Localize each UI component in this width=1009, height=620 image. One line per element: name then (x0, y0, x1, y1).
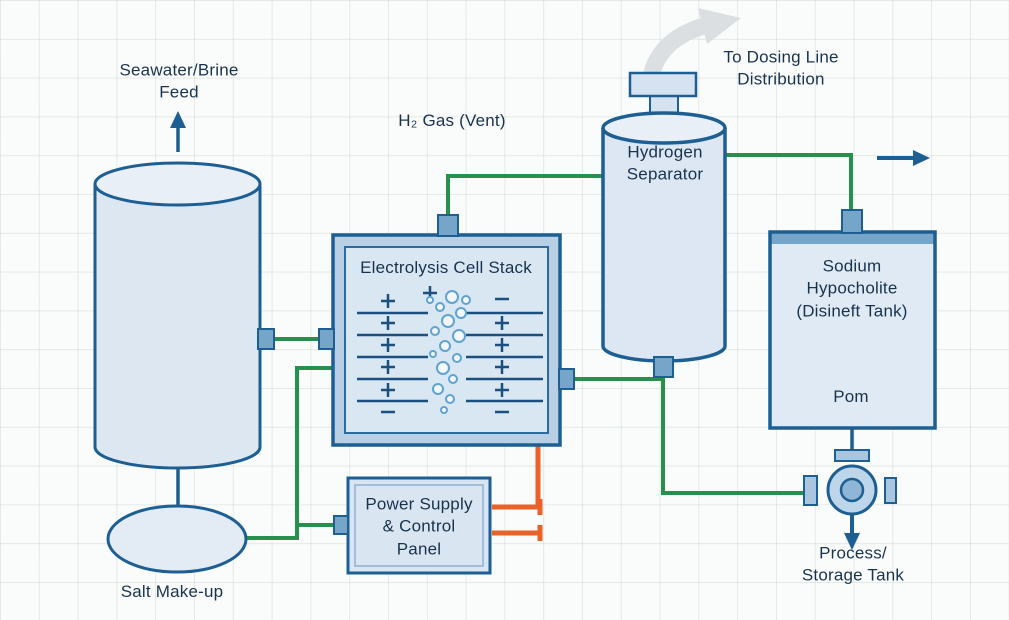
seawater-tank (93, 161, 262, 470)
bubble-icon (436, 361, 450, 375)
seawater-tank-lid (93, 161, 262, 207)
electrolysis-stack-box (331, 233, 562, 447)
dosing-line-label: To Dosing Line Distribution (723, 47, 839, 89)
tab-power-left (333, 515, 349, 535)
bubble-icon (439, 340, 451, 352)
process-pipes (246, 153, 853, 540)
hypochlorite-tank (768, 230, 937, 430)
electrode-plus-symbols-left (381, 294, 395, 397)
wire-plug-top (492, 499, 543, 515)
electrode-plus-symbols-right (495, 316, 509, 397)
pipe-salt-loop (246, 366, 333, 540)
bubble-icon (426, 296, 434, 304)
pipe-stack-to-separator-top (446, 174, 604, 222)
flow-arrows (170, 111, 930, 550)
bubble-icon (432, 383, 444, 395)
wire-plug-bottom (492, 525, 543, 541)
seawater-tank-body (93, 184, 262, 470)
hypochlorite-tank-lid-band (770, 232, 935, 244)
hydrogen-separator-label: Hydrogen Separator (626, 142, 704, 184)
bubble-icon (448, 374, 458, 384)
gas-bubbles (426, 290, 471, 414)
bubble-icon (440, 406, 448, 414)
power-supply-label: Power Supply & Control Panel (365, 494, 473, 559)
electrode-plates (357, 311, 543, 403)
electrolysis-stack-label: Electrolysis Cell Stack (360, 257, 532, 277)
power-wires (492, 446, 543, 541)
hydrogen-separator-vessel (601, 71, 727, 363)
tab-separator-bottom (653, 356, 674, 378)
bubble-icon (435, 302, 445, 312)
pump-top-flange (834, 449, 870, 462)
h2-gas-vent-label: H₂ Gas (Vent) (398, 110, 506, 130)
bubble-icon (429, 350, 437, 358)
power-box-inner-line (354, 484, 484, 567)
separator-vent-cap (628, 71, 698, 98)
bubble-icon (461, 295, 471, 305)
power-supply-box (346, 476, 492, 575)
bubble-icon (455, 307, 467, 319)
sodium-tank-pump-label: Pom (833, 386, 869, 406)
hypochlorite-tank-body (770, 232, 935, 428)
pump-right-flange (884, 477, 897, 504)
bubble-icon (445, 290, 459, 304)
tab-stack-top (437, 214, 459, 237)
bubble-icon (441, 314, 455, 328)
sodium-tank-label: Sodium Hypocholite (Disineft Tank) (796, 256, 908, 321)
pump-impeller (839, 477, 865, 503)
tab-stack-inlet-left (318, 328, 335, 350)
tab-feed-outlet (257, 328, 275, 350)
pipe-stack-to-separator-bottom (566, 376, 810, 495)
process-storage-label: Process/ Storage Tank (801, 543, 905, 585)
tab-stack-right (558, 368, 575, 390)
separator-lid (601, 111, 727, 145)
bubble-icon (445, 394, 455, 404)
bubble-icon (430, 326, 440, 336)
salt-makeup-label: Salt Make-up (120, 581, 224, 601)
electrode-minus-symbols-right (495, 297, 509, 414)
connector-tabs (257, 209, 863, 535)
vent-arrow-head-icon (698, 8, 741, 44)
pipe-separator-to-tank (725, 153, 853, 214)
seawater-feed-label: Seawater/Brine Feed (119, 60, 239, 102)
pump-left-flange (803, 475, 818, 506)
tab-tank-top (841, 209, 863, 234)
salt-makeup-basin (106, 504, 248, 574)
bubble-icon (452, 329, 466, 343)
power-box-body (346, 476, 492, 575)
bubble-icon (452, 353, 462, 363)
blue-connectors (176, 428, 854, 508)
pump-assembly (803, 449, 897, 516)
